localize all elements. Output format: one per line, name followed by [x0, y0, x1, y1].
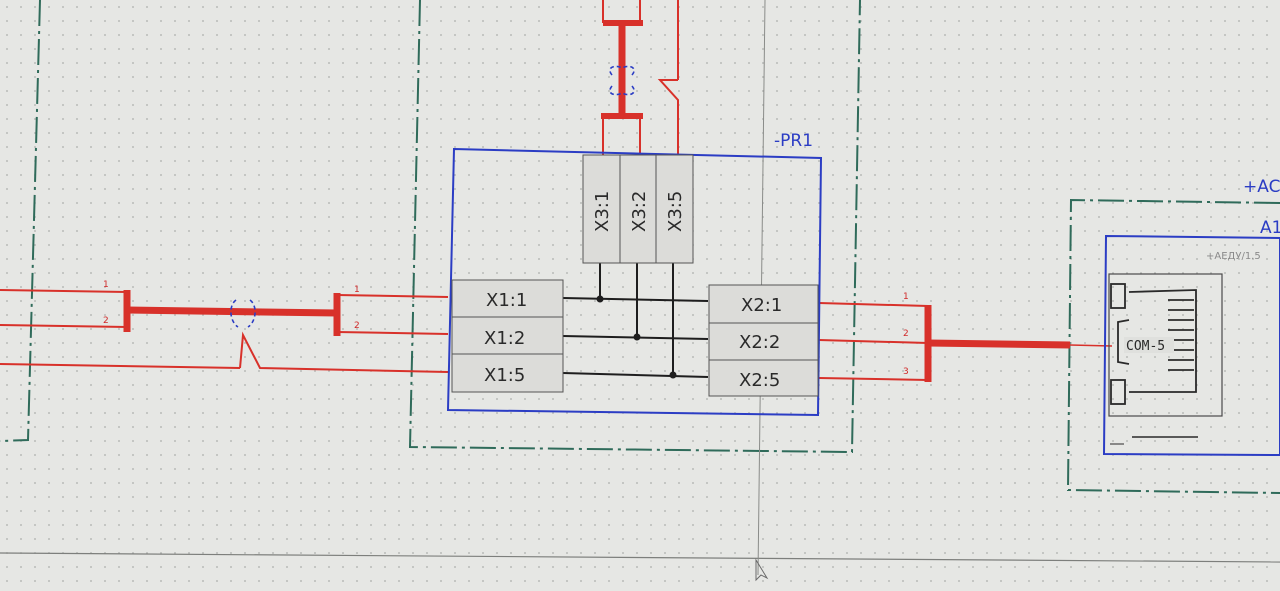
connector-ref: A1	[1260, 218, 1280, 238]
port-x1-1-label: X1:1	[486, 290, 527, 311]
left-wire-number-out-2: 2	[354, 321, 360, 331]
connector-location-ref: +AC	[1243, 177, 1280, 197]
connector-location-sub: +АЕДУ/1.5	[1206, 251, 1261, 262]
port-x2-1-label: X2:1	[741, 295, 782, 316]
port-x3-1[interactable]	[582, 154, 621, 264]
device-pr1[interactable]: -PR1 X3:1 X3:2 X3:5	[446, 131, 823, 417]
port-x2-5[interactable]	[708, 359, 819, 397]
location-frame-center	[408, 0, 861, 454]
connector-a1[interactable]: +AC A1 +АЕДУ/1.5 COM-5	[1102, 177, 1280, 457]
right-cable: 1 2 3	[818, 292, 1113, 382]
port-x1-2-label: X1:2	[484, 328, 525, 349]
port-x3-2-label: X3:2	[629, 191, 650, 232]
port-x3-1-label: X3:1	[592, 191, 613, 232]
port-x3-5-label: X3:5	[665, 191, 686, 232]
port-x1-5-label: X1:5	[484, 365, 525, 386]
port-x3-2[interactable]	[619, 154, 657, 264]
connector-port-label: COM-5	[1126, 339, 1165, 354]
location-frame-left	[0, 0, 41, 442]
port-x2-1[interactable]	[708, 284, 819, 324]
port-x2-2-label: X2:2	[739, 332, 780, 353]
right-wire-number-2: 2	[903, 329, 909, 339]
internal-wiring	[562, 262, 709, 378]
port-x1-5[interactable]	[451, 353, 564, 393]
left-port-group: X1:1 X1:2 X1:5	[451, 279, 564, 393]
port-x1-1[interactable]	[451, 279, 564, 318]
right-wire-number-1: 1	[903, 292, 909, 302]
left-wire-number-out-1: 1	[354, 285, 360, 295]
top-cable	[601, 0, 679, 155]
left-cable-shield-icon	[230, 299, 256, 328]
device-ref-label: -PR1	[774, 131, 813, 151]
port-x2-5-label: X2:5	[739, 370, 780, 391]
right-port-group: X2:1 X2:2 X2:5	[708, 284, 819, 397]
mouse-cursor-icon	[755, 558, 769, 582]
left-cable: 1 2 1 2	[0, 280, 449, 373]
port-x3-5[interactable]	[655, 154, 694, 264]
port-x1-2[interactable]	[451, 316, 564, 355]
top-port-group: X3:1 X3:2 X3:5	[582, 154, 694, 264]
junction-dots	[596, 295, 677, 379]
right-wire-number-3: 3	[903, 367, 909, 377]
rj45-port-icon	[1108, 273, 1223, 417]
left-wire-number-in-2: 2	[103, 316, 109, 326]
sheet-border-line	[0, 552, 1280, 563]
port-x2-2[interactable]	[708, 322, 819, 361]
left-wire-number-in-1: 1	[103, 280, 109, 290]
